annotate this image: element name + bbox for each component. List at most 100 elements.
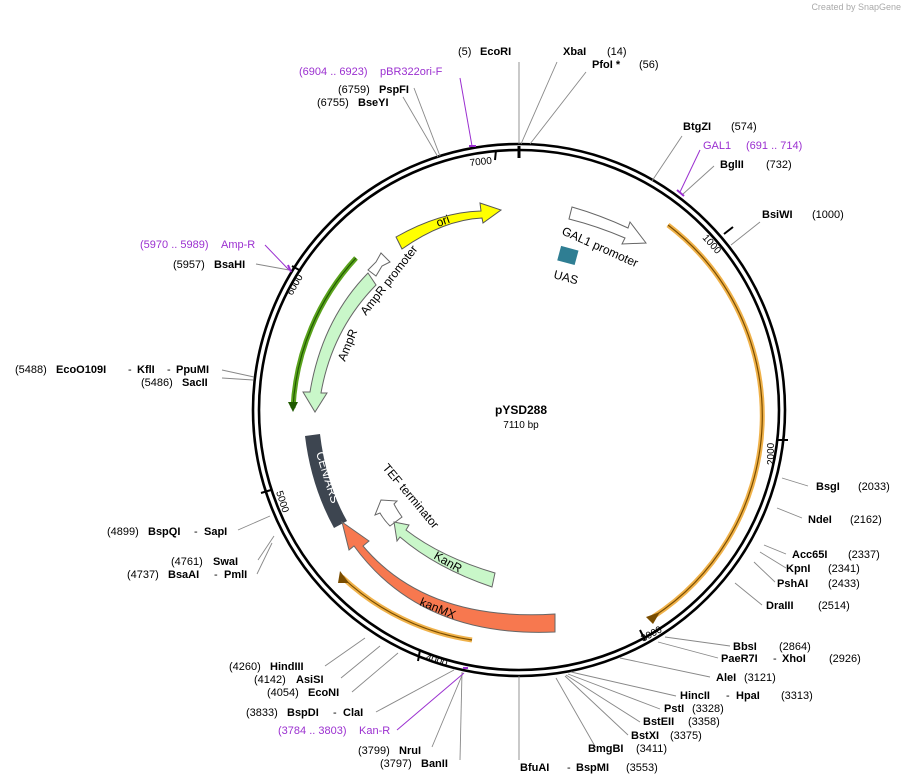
site-paer7i-xhoi[interactable]: PaeR7I - XhoI (2926) bbox=[721, 653, 861, 665]
tick-label-7000: 7000 bbox=[469, 156, 493, 169]
site-bfuai-bspmi[interactable]: BfuAI - BspMI (3553) bbox=[520, 762, 658, 774]
site-sacii[interactable]: (5486) SacII bbox=[141, 377, 208, 389]
site-bsteii[interactable]: BstEII (3358) bbox=[643, 716, 720, 728]
site-kpni-name: KpnI bbox=[786, 563, 810, 575]
primer-pbr322ori-f-range: (6904 .. 6923) bbox=[299, 66, 368, 78]
cen-ars-block bbox=[305, 434, 347, 528]
kanmx-arrow bbox=[341, 520, 556, 633]
site-hincii-hpai[interactable]: HincII - HpaI (3313) bbox=[680, 690, 813, 702]
site-bglii[interactable]: BglII (732) bbox=[720, 159, 792, 171]
site-ndei-name: NdeI bbox=[808, 514, 832, 526]
site-sacii-name: SacII bbox=[182, 377, 208, 389]
primer-pbr322ori-f[interactable]: (6904 .. 6923) pBR322ori-F bbox=[299, 66, 443, 78]
site-bspdi-clai[interactable]: (3833) BspDI - ClaI bbox=[246, 707, 363, 719]
site-xbai[interactable]: XbaI (14) bbox=[563, 46, 627, 58]
site-ndei[interactable]: NdeI (2162) bbox=[808, 514, 882, 526]
site-paer7i-sep: - bbox=[773, 653, 777, 665]
site-bsaai-pos: (4737) bbox=[127, 569, 159, 581]
site-bmgbi[interactable]: BmgBI (3411) bbox=[588, 743, 667, 755]
uas-label: UAS bbox=[552, 267, 579, 287]
primer-gal1-name: GAL1 bbox=[703, 140, 731, 152]
site-pspfi-name: PspFI bbox=[379, 84, 409, 96]
site-alei-pos: (3121) bbox=[744, 672, 776, 684]
site-draiii-pos: (2514) bbox=[818, 600, 850, 612]
site-bmgbi-name: BmgBI bbox=[588, 743, 623, 755]
site-pshai[interactable]: PshAI (2433) bbox=[777, 578, 860, 590]
green-track-head bbox=[288, 402, 298, 412]
site-pspfi[interactable]: (6759) PspFI bbox=[338, 84, 409, 96]
site-bfuai-sep: - bbox=[567, 762, 571, 774]
site-ecoo109i-sep: - bbox=[128, 364, 132, 376]
tick-4000: 4000 bbox=[417, 649, 449, 670]
site-bsahi-pos: (5957) bbox=[173, 259, 205, 271]
site-bsgi[interactable]: BsgI (2033) bbox=[816, 481, 890, 493]
site-bglii-name: BglII bbox=[720, 159, 744, 171]
site-psti[interactable]: PstI (3328) bbox=[664, 703, 724, 715]
site-alei[interactable]: AleI (3121) bbox=[716, 672, 776, 684]
site-swai-name: SwaI bbox=[213, 556, 238, 568]
site-bspqi-sep: - bbox=[194, 526, 198, 538]
site-bsgi-pos: (2033) bbox=[858, 481, 890, 493]
primer-amp-r-range: (5970 .. 5989) bbox=[140, 239, 209, 251]
snapgene-credit: Created by SnapGene bbox=[811, 2, 901, 12]
primer-kan-r[interactable]: (3784 .. 3803) Kan-R bbox=[278, 725, 390, 737]
site-asisi[interactable]: (4142) AsiSI bbox=[254, 674, 324, 686]
site-pmli-name: PmlI bbox=[224, 569, 247, 581]
site-kfli-sep: - bbox=[167, 364, 171, 376]
primer-kan-r-name: Kan-R bbox=[359, 725, 390, 737]
site-hincii-pos: (3313) bbox=[781, 690, 813, 702]
site-bsiwi[interactable]: BsiWI (1000) bbox=[762, 209, 844, 221]
site-econi-pos: (4054) bbox=[267, 687, 299, 699]
site-kfli-name: KflI bbox=[137, 364, 155, 376]
site-alei-name: AleI bbox=[716, 672, 736, 684]
site-banii-name: BanII bbox=[421, 758, 448, 770]
site-kpni[interactable]: KpnI (2341) bbox=[786, 563, 860, 575]
tef-terminator-arrow bbox=[374, 499, 403, 527]
site-pspfi-pos: (6759) bbox=[338, 84, 370, 96]
site-bsaai-pmli[interactable]: (4737) BsaAI - PmlI bbox=[127, 569, 247, 581]
site-bbsi[interactable]: BbsI (2864) bbox=[733, 641, 811, 653]
site-nrui-name: NruI bbox=[399, 745, 421, 757]
site-bspmi-name: BspMI bbox=[576, 762, 609, 774]
primer-amp-r[interactable]: (5970 .. 5989) Amp-R bbox=[140, 239, 255, 251]
site-bsahi[interactable]: (5957) BsaHI bbox=[173, 259, 245, 271]
site-nrui[interactable]: (3799) NruI bbox=[358, 745, 421, 757]
site-hindiii-name: HindIII bbox=[270, 661, 304, 673]
site-nrui-pos: (3799) bbox=[358, 745, 390, 757]
site-bsgi-name: BsgI bbox=[816, 481, 840, 493]
site-swai[interactable]: (4761) SwaI bbox=[171, 556, 238, 568]
site-bfuai-name: BfuAI bbox=[520, 762, 549, 774]
site-btgzi[interactable]: BtgZI (574) bbox=[683, 121, 757, 133]
site-ecori-pos: (5) bbox=[458, 46, 471, 58]
site-sacii-pos: (5486) bbox=[141, 377, 173, 389]
primer-gal1[interactable]: GAL1 (691 .. 714) bbox=[703, 140, 802, 152]
site-pfoi-name: PfoI * bbox=[592, 59, 621, 71]
site-bseyi[interactable]: (6755) BseYI bbox=[317, 97, 389, 109]
site-econi-name: EcoNI bbox=[308, 687, 339, 699]
site-swai-pos: (4761) bbox=[171, 556, 203, 568]
site-hincii-sep: - bbox=[726, 690, 730, 702]
site-banii[interactable]: (3797) BanII bbox=[380, 758, 448, 770]
site-pfoi[interactable]: PfoI * (56) bbox=[592, 59, 659, 71]
site-ecoo109i-kfli-ppumi[interactable]: (5488) EcoO109I - KflI - PpuMI bbox=[15, 364, 209, 376]
site-draiii[interactable]: DraIII (2514) bbox=[766, 600, 850, 612]
site-bbsi-pos: (2864) bbox=[779, 641, 811, 653]
site-bspqi-sapi[interactable]: (4899) BspQI - SapI bbox=[107, 526, 227, 538]
tick-label-2000: 2000 bbox=[766, 442, 777, 465]
site-hindiii[interactable]: (4260) HindIII bbox=[229, 661, 304, 673]
ampr-promoter-arrow bbox=[367, 252, 391, 277]
site-econi[interactable]: (4054) EcoNI bbox=[267, 687, 339, 699]
site-ecori[interactable]: (5) EcoRI bbox=[458, 46, 511, 58]
site-bstxi[interactable]: BstXI (3375) bbox=[631, 730, 702, 742]
site-pfoi-pos: (56) bbox=[639, 59, 659, 71]
site-banii-pos: (3797) bbox=[380, 758, 412, 770]
site-acc65i-name: Acc65I bbox=[792, 549, 827, 561]
orange-track-lower-line bbox=[341, 576, 473, 641]
site-bspdi-sep: - bbox=[333, 707, 337, 719]
site-acc65i[interactable]: Acc65I (2337) bbox=[792, 549, 880, 561]
site-bspdi-name: BspDI bbox=[287, 707, 319, 719]
ori-arrow bbox=[395, 202, 503, 250]
site-kpni-pos: (2341) bbox=[828, 563, 860, 575]
site-bsaai-name: BsaAI bbox=[168, 569, 199, 581]
site-xhoi-name: XhoI bbox=[782, 653, 806, 665]
